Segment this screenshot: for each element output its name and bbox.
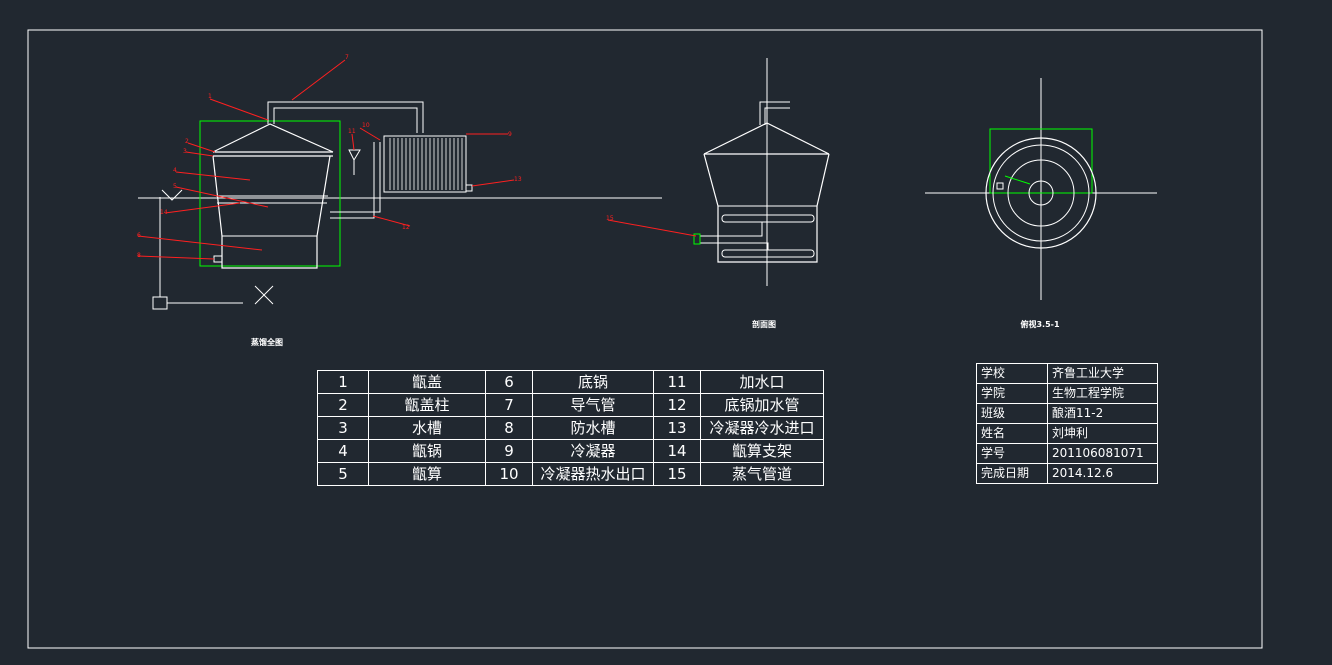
part-number-cell: 12 xyxy=(653,393,701,417)
part-number-cell: 8 xyxy=(485,416,533,440)
part-name-cell: 甑盖柱 xyxy=(368,393,486,417)
part-number-cell: 3 xyxy=(317,416,369,440)
title-block-value: 生物工程学院 xyxy=(1047,383,1158,404)
title-block-key: 完成日期 xyxy=(976,463,1048,484)
title-block-key: 学号 xyxy=(976,443,1048,464)
leader-number-label: 11 xyxy=(348,128,356,135)
title-block-key: 学院 xyxy=(976,383,1048,404)
part-number-cell: 10 xyxy=(485,462,533,486)
title-block-value: 刘坤利 xyxy=(1047,423,1158,444)
top-view xyxy=(925,78,1157,300)
drawing-border xyxy=(27,29,1263,649)
part-name-cell: 冷凝器热水出口 xyxy=(532,462,654,486)
part-name-cell: 甑盖 xyxy=(368,370,486,394)
part-name-cell: 底锅 xyxy=(532,370,654,394)
part-number-cell: 7 xyxy=(485,393,533,417)
leader-number-label: 9 xyxy=(508,131,512,138)
leader-number-label: 1 xyxy=(208,93,212,100)
section-view-label: 剖面图 xyxy=(752,319,776,329)
part-number-cell: 13 xyxy=(653,416,701,440)
leader-number-label: 5 xyxy=(173,183,177,190)
part-number-cell: 11 xyxy=(653,370,701,394)
part-name-cell: 导气管 xyxy=(532,393,654,417)
title-block-key: 姓名 xyxy=(976,423,1048,444)
part-name-cell: 冷凝器冷水进口 xyxy=(700,416,824,440)
leader-number-label: 3 xyxy=(183,148,187,155)
leader-number-label: 10 xyxy=(362,122,370,129)
leader-number-label: 14 xyxy=(160,209,168,216)
part-name-cell: 蒸气管道 xyxy=(700,462,824,486)
leader-number-label: 2 xyxy=(185,138,189,145)
part-name-cell: 冷凝器 xyxy=(532,439,654,463)
part-number-cell: 4 xyxy=(317,439,369,463)
title-block-row: 学院生物工程学院 xyxy=(976,383,1158,404)
part-number-cell: 14 xyxy=(653,439,701,463)
part-number-cell: 6 xyxy=(485,370,533,394)
title-block-key: 学校 xyxy=(976,363,1048,384)
title-block-row: 学校齐鲁工业大学 xyxy=(976,363,1158,384)
part-number-cell: 15 xyxy=(653,462,701,486)
part-name-cell: 水槽 xyxy=(368,416,486,440)
part-name-cell: 防水槽 xyxy=(532,416,654,440)
part-name-cell: 甑算支架 xyxy=(700,439,824,463)
title-block-value: 201106081071 xyxy=(1047,443,1158,464)
title-block-value: 酿酒11-2 xyxy=(1047,403,1158,424)
section-view xyxy=(607,58,830,286)
leader-number-label: 13 xyxy=(514,176,522,183)
leader-number-label: 12 xyxy=(402,224,410,231)
title-block-value: 2014.12.6 xyxy=(1047,463,1158,484)
leader-number-label: 8 xyxy=(137,252,141,259)
main-view-label: 蒸馏全图 xyxy=(251,337,283,347)
top-view-label: 俯视3.5-1 xyxy=(1020,319,1059,329)
title-block-value: 齐鲁工业大学 xyxy=(1047,363,1158,384)
leader-number-label: 15 xyxy=(606,215,614,222)
main-view xyxy=(137,59,662,310)
title-block-row: 姓名刘坤利 xyxy=(976,423,1158,444)
part-name-cell: 加水口 xyxy=(700,370,824,394)
leader-number-label: 7 xyxy=(345,54,349,61)
title-block-row: 班级酿酒11-2 xyxy=(976,403,1158,424)
part-name-cell: 甑锅 xyxy=(368,439,486,463)
title-block-key: 班级 xyxy=(976,403,1048,424)
leader-number-label: 6 xyxy=(137,232,141,239)
part-number-cell: 2 xyxy=(317,393,369,417)
part-name-cell: 甑算 xyxy=(368,462,486,486)
part-number-cell: 9 xyxy=(485,439,533,463)
part-number-cell: 5 xyxy=(317,462,369,486)
part-number-cell: 1 xyxy=(317,370,369,394)
part-name-cell: 底锅加水管 xyxy=(700,393,824,417)
leader-number-label: 4 xyxy=(173,167,177,174)
